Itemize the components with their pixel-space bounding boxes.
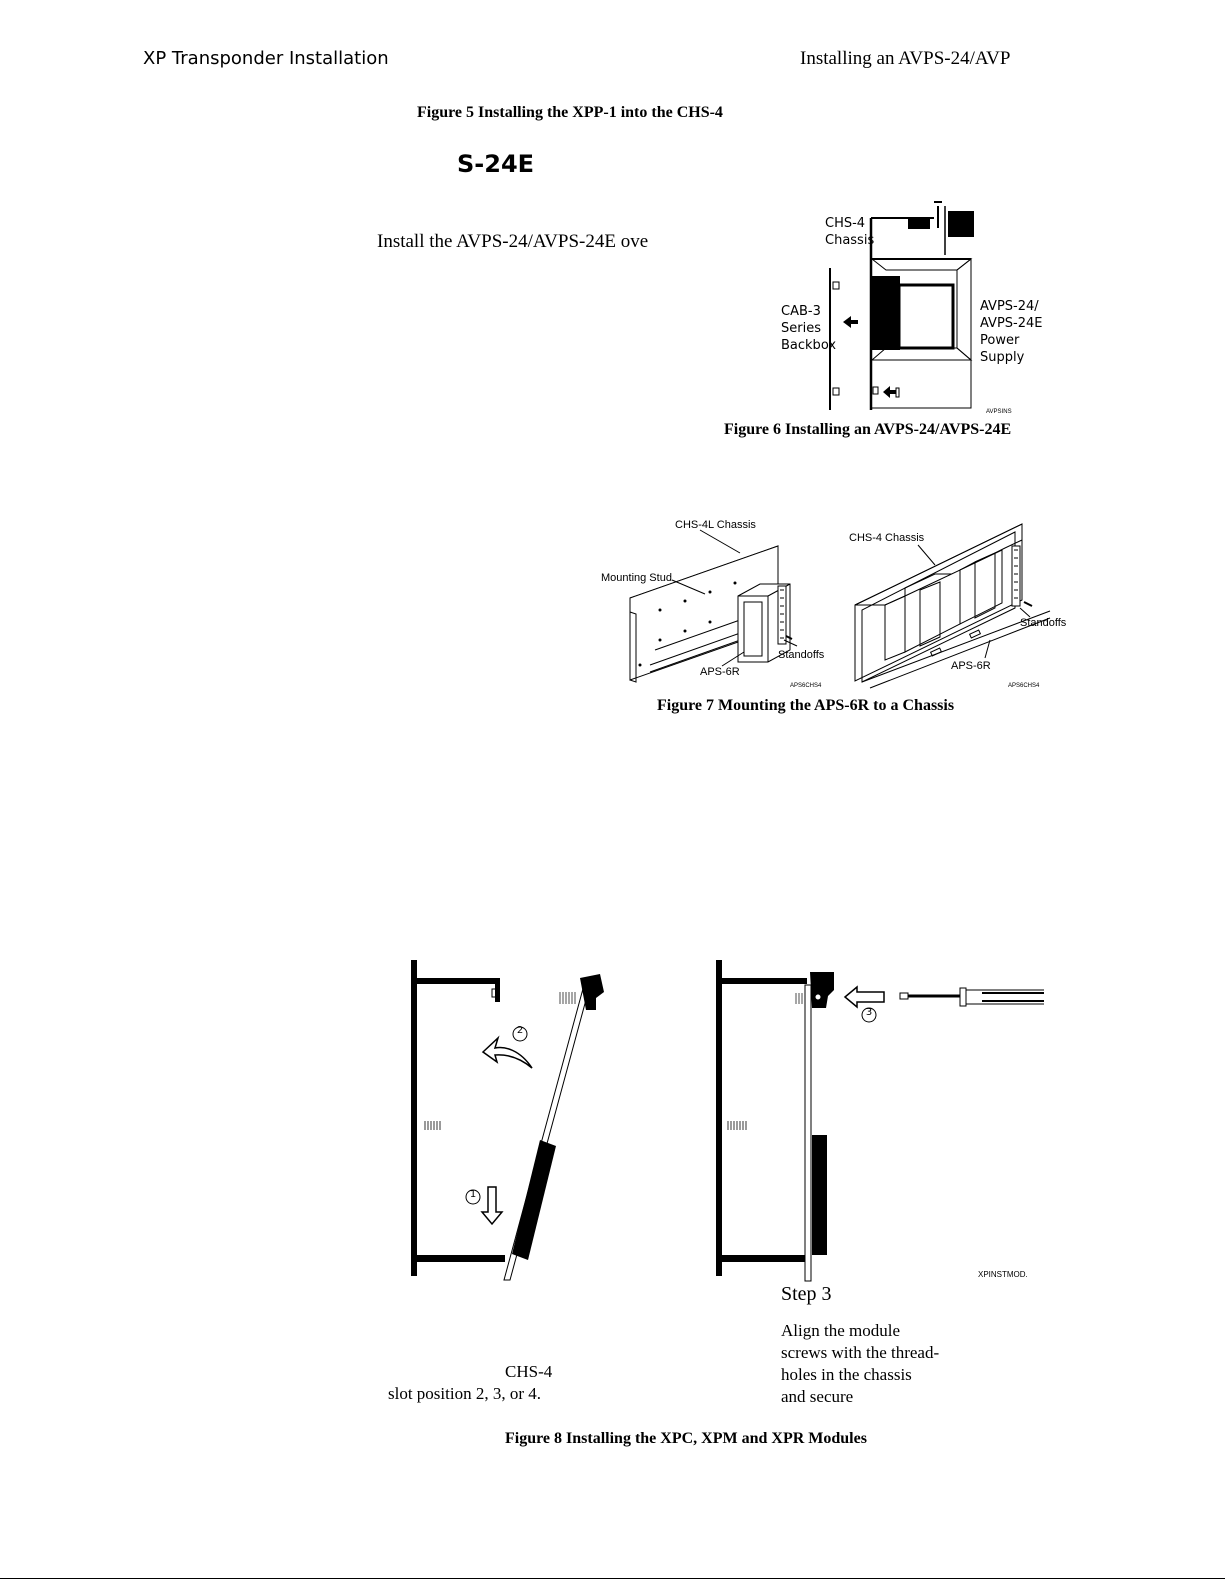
left-arrow-icon: [843, 985, 885, 1009]
figure-7-code-right: APS6CHS4: [1008, 683, 1040, 689]
label-line: Series: [781, 321, 821, 336]
label-standoffs-right: Standoffs: [1020, 617, 1067, 629]
footer-rule: [0, 1578, 1225, 1579]
chs4l-plate-shape: [629, 529, 798, 683]
label-aps6r-left: APS-6R: [700, 666, 740, 678]
rotate-arrow-icon: [481, 1035, 533, 1069]
step-3-body: Align the module screws with the thread-…: [781, 1320, 939, 1408]
chs4-chassis-shape-fig7: [854, 523, 1051, 689]
figure-5-caption: Figure 5 Installing the XPP-1 into the C…: [417, 104, 723, 121]
label-cab3-backbox: CAB-3 Series Backbox: [781, 303, 836, 354]
label-line: CHS-4: [825, 216, 866, 231]
label-avps-power-supply: AVPS-24/ AVPS-24E Power Supply: [980, 298, 1043, 366]
mounting-arrows: [843, 283, 900, 398]
figure-8-caption: Figure 8 Installing the XPC, XPM and XPR…: [505, 1430, 867, 1447]
label-line: CAB-3: [781, 304, 821, 319]
chassis-right-shape: [716, 960, 810, 1276]
step-3-line: screws with the thread-: [781, 1343, 940, 1362]
step-3-line: Align the module: [781, 1321, 900, 1340]
chassis-left-shape: [411, 960, 505, 1276]
label-chs4l-chassis: CHS-4L Chassis: [675, 519, 756, 531]
left-step-text-line1: CHS-4: [505, 1362, 553, 1381]
left-step-text-line2: slot position 2, 3, or 4.: [388, 1384, 542, 1403]
step-3-line: holes in the chassis: [781, 1365, 912, 1384]
label-line: AVPS-24E: [980, 316, 1043, 331]
backbox-wall-shape: [829, 268, 840, 410]
section-heading: S-24E: [457, 150, 535, 178]
label-line: AVPS-24/: [980, 299, 1039, 314]
label-chs4-chassis: CHS-4 Chassis: [825, 215, 874, 249]
step-3-line: and secure: [781, 1387, 854, 1406]
screwdriver-icon: [899, 987, 1044, 1007]
header-left: XP Transponder Installation: [143, 48, 389, 69]
module-tilted-shape: [503, 974, 604, 1281]
label-line: Chassis: [825, 233, 875, 248]
power-supply-shape: [870, 257, 973, 409]
header-right: Installing an AVPS-24/AVP: [800, 48, 1011, 69]
step-1-number: 1: [469, 1189, 477, 1200]
figure-6-code: AVPSINS: [986, 409, 1012, 415]
label-chs4-chassis-fig7: CHS-4 Chassis: [849, 532, 925, 544]
label-line: Power: [980, 333, 1020, 348]
step-2-circle: [512, 1026, 528, 1042]
step-1-circle: [465, 1189, 481, 1205]
figure-8-code: XPINSTMOD.: [978, 1270, 1028, 1279]
label-line: Supply: [980, 350, 1025, 365]
label-line: Backbox: [781, 338, 837, 353]
step-3-circle: [861, 1007, 877, 1023]
label-mounting-stud: Mounting Stud: [601, 572, 672, 584]
step-3-title: Step 3: [781, 1283, 832, 1305]
figure-6-caption: Figure 6 Installing an AVPS-24/AVPS-24E: [724, 421, 1012, 438]
figure-7-caption: Figure 7 Mounting the APS-6R to a Chassi…: [657, 697, 955, 714]
figure-7-code-left: APS6CHS4: [790, 683, 822, 689]
label-aps6r-right: APS-6R: [951, 660, 991, 672]
intro-text: Install the AVPS-24/AVPS-24E ove: [377, 231, 649, 252]
down-arrow-icon: [480, 1186, 504, 1226]
module-vertical-shape: [795, 972, 834, 1282]
label-standoffs-left: Standoffs: [778, 649, 825, 661]
step-3-number: 3: [865, 1007, 873, 1018]
step-2-number: 2: [516, 1025, 524, 1036]
